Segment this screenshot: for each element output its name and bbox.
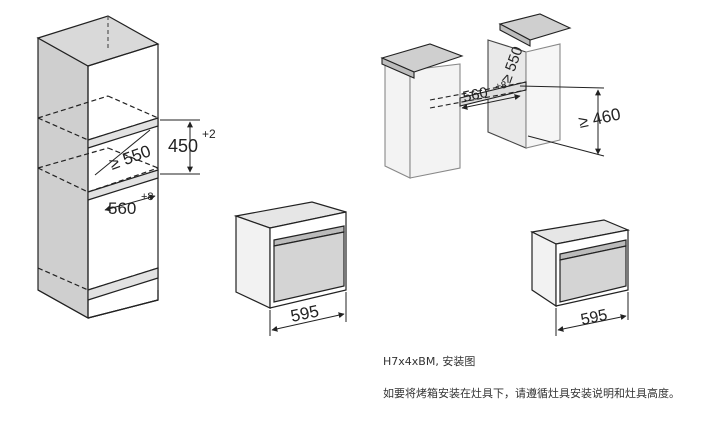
tall-width-value: 560 [108, 199, 136, 218]
appliance-left-width: 595 [289, 301, 321, 325]
appliance-left-dimension [269, 292, 347, 336]
tall-width-tolerance: +8 [141, 191, 154, 203]
caption-title: H7x4xBM, 安装图 [383, 355, 476, 368]
under-counter-dimensions [461, 85, 605, 157]
under-counter-width-tolerance: +8 [494, 80, 508, 93]
tall-cabinet-drawing [36, 15, 160, 320]
appliance-right-drawing [530, 219, 631, 308]
appliance-right-width: 595 [579, 307, 609, 329]
under-counter-height: ≥ 460 [577, 105, 622, 132]
under-counter-drawing [380, 13, 572, 179]
appliance-right-dimension [555, 292, 629, 336]
tall-height-value: 450 [168, 136, 198, 156]
tall-cabinet-dimensions [94, 119, 200, 212]
under-counter-width: 560 [461, 84, 489, 106]
tall-height-tolerance: +2 [202, 127, 216, 141]
appliance-left-drawing [233, 201, 347, 309]
caption-body: 如要将烤箱安装在灶具下，请遵循灶具安装说明和灶具高度。 [383, 387, 680, 400]
